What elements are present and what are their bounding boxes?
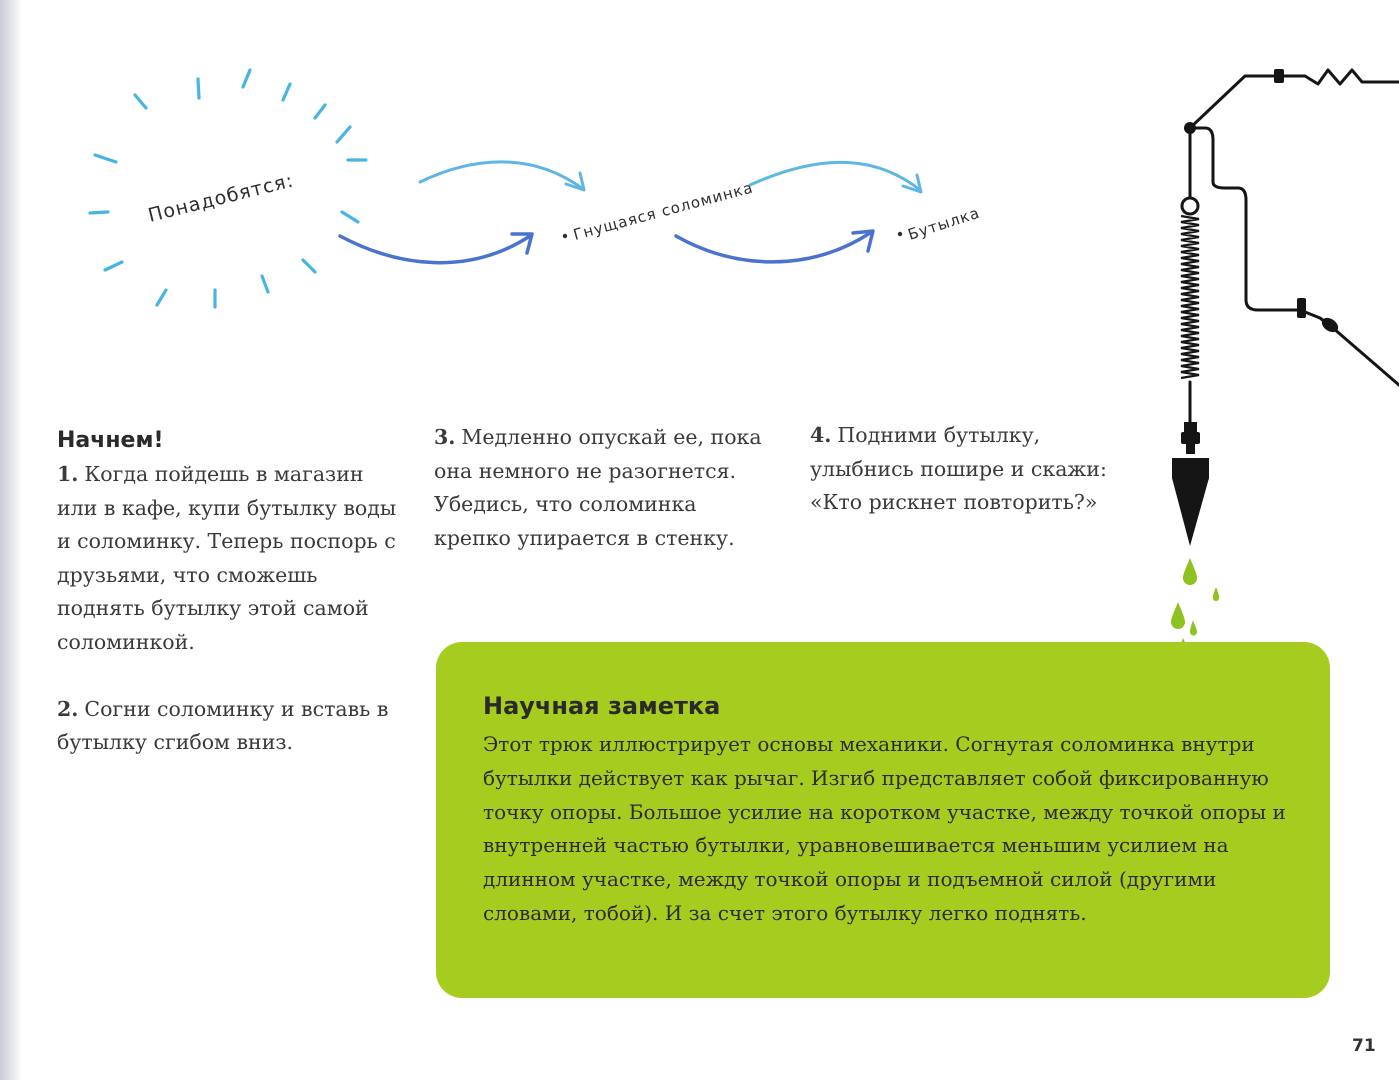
step-text: Когда пойдешь в магазин или в кафе, купи…	[57, 462, 397, 654]
step-number: 2.	[57, 696, 79, 721]
step-text: Согни соломинку и вставь в бутылку сгибо…	[57, 696, 389, 755]
start-heading: Начнем!	[57, 428, 164, 453]
bullet-dot	[897, 231, 903, 237]
science-note-title: Научная заметка	[483, 692, 721, 720]
step-number: 3.	[434, 425, 456, 449]
water-drops-decoration	[1171, 558, 1219, 648]
needs-item-bottle: Бутылка	[906, 204, 983, 244]
step-text: Подними бутылку, улыбнись пошире и скажи…	[810, 423, 1107, 515]
arrows-decoration	[338, 160, 923, 265]
step-number: 1.	[57, 462, 79, 486]
page-number: 71	[1352, 1036, 1376, 1056]
column-step-3: 3.Медленно опускай ее, пока она немного …	[434, 421, 774, 555]
column-intro: Начнем! 1.Когда пойдешь в магазин или в …	[57, 424, 407, 760]
bullet-dot	[562, 233, 568, 239]
science-note-text: Этот трюк иллюстрирует основы механики. …	[483, 732, 1286, 925]
step-2: 2.Согни соломинку и вставь в бутылку сги…	[57, 693, 407, 760]
step-number: 4.	[810, 423, 832, 447]
spring-plumb-bob-illustration	[1172, 68, 1399, 546]
needs-item-bending-straw: Гнущаяся соломинка	[571, 178, 755, 243]
needs-label: Понадобятся:	[146, 169, 296, 226]
step-4: 4.Подними бутылку, улыбнись пошире и ска…	[810, 419, 1140, 520]
sun-rays-decoration	[88, 68, 368, 309]
step-3: 3.Медленно опускай ее, пока она немного …	[434, 421, 774, 555]
step-1: 1.Когда пойдешь в магазин или в кафе, ку…	[57, 458, 407, 660]
step-text: Медленно опускай ее, пока она немного не…	[434, 425, 762, 550]
column-step-4: 4.Подними бутылку, улыбнись пошире и ска…	[810, 419, 1140, 520]
page-spine-shadow	[0, 0, 22, 1080]
science-note-box: Научная заметка Этот трюк иллюстрирует о…	[436, 642, 1330, 998]
